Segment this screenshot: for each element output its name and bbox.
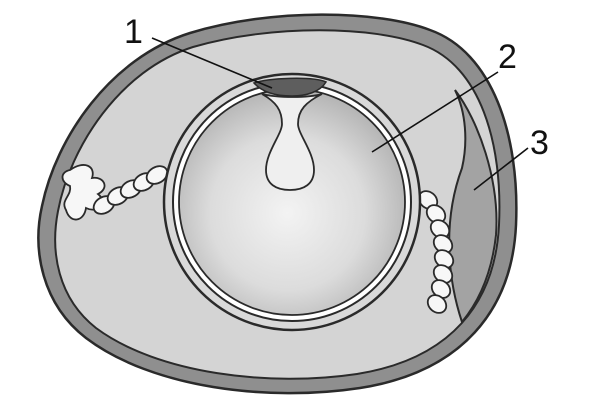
label-2: 2: [498, 38, 517, 76]
label-3: 3: [530, 124, 549, 162]
leader-line-2: [371, 71, 499, 153]
leader-line-1: [151, 37, 273, 89]
air-cell: [448, 89, 498, 325]
chalaza-right: [417, 190, 455, 314]
latebra: [261, 93, 323, 191]
chalaza-left: [61, 164, 169, 221]
label-1: 1: [124, 13, 143, 51]
germinal-disc: [252, 77, 328, 97]
leader-line-3: [473, 147, 529, 191]
